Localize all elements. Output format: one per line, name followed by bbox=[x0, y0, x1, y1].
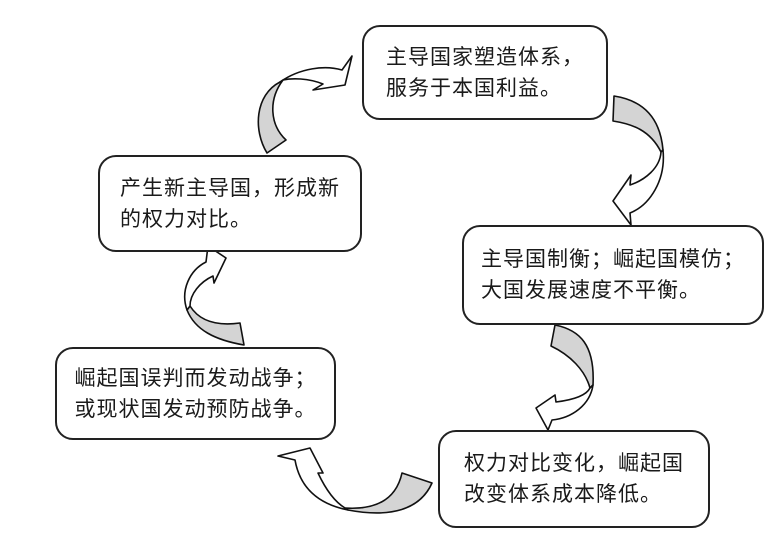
node-line: 主导国家塑造体系， bbox=[386, 44, 584, 69]
node-line: 大国发展速度不平衡。 bbox=[481, 278, 701, 302]
arrow-tail bbox=[344, 472, 433, 514]
node-text: 产生新主导国，形成新 的权力对比。 bbox=[120, 173, 340, 235]
node-line: 权力对比变化，崛起国 bbox=[464, 451, 684, 475]
arrow-tail bbox=[257, 79, 287, 154]
arrow-new-hegemon-to-shape-system bbox=[257, 55, 353, 154]
arrow-shape-system-to-balance-imitate bbox=[612, 95, 665, 226]
node-line: 产生新主导国，形成新 bbox=[120, 175, 340, 200]
arrow-tail bbox=[186, 305, 245, 346]
arrow-head-icon bbox=[279, 55, 353, 91]
arrow-head-icon bbox=[277, 447, 349, 511]
arrow-tail bbox=[550, 324, 594, 389]
node-line: 或现状国发动预防战争。 bbox=[74, 396, 317, 421]
node-line: 的权力对比。 bbox=[120, 206, 252, 231]
node-line: 崛起国误判而发动战争； bbox=[74, 365, 317, 390]
node-line: 改变体系成本降低。 bbox=[464, 482, 662, 506]
node-new-hegemon: 产生新主导国，形成新 的权力对比。 bbox=[98, 155, 362, 252]
node-power-shift: 权力对比变化，崛起国 改变体系成本降低。 bbox=[438, 430, 710, 528]
node-line: 服务于本国利益。 bbox=[386, 75, 562, 100]
arrow-tail bbox=[612, 95, 664, 153]
node-balance-imitate: 主导国制衡；崛起国模仿； 大国发展速度不平衡。 bbox=[462, 225, 764, 325]
node-war: 崛起国误判而发动战争； 或现状国发动预防战争。 bbox=[55, 347, 336, 440]
arrow-balance-imitate-to-power-shift bbox=[535, 324, 594, 431]
node-line: 主导国制衡；崛起国模仿； bbox=[481, 247, 745, 271]
arrow-head-icon bbox=[535, 384, 594, 431]
arrow-head-icon bbox=[183, 245, 227, 311]
node-text: 权力对比变化，崛起国 改变体系成本降低。 bbox=[464, 448, 684, 510]
node-text: 崛起国误判而发动战争； 或现状国发动预防战争。 bbox=[75, 363, 317, 425]
node-text: 主导国家塑造体系， 服务于本国利益。 bbox=[386, 42, 584, 104]
node-text: 主导国制衡；崛起国模仿； 大国发展速度不平衡。 bbox=[481, 244, 745, 306]
arrow-head-icon bbox=[612, 149, 665, 226]
node-shape-system: 主导国家塑造体系， 服务于本国利益。 bbox=[362, 25, 608, 120]
arrow-war-to-new-hegemon bbox=[183, 245, 245, 346]
arrow-power-shift-to-war bbox=[277, 447, 433, 514]
